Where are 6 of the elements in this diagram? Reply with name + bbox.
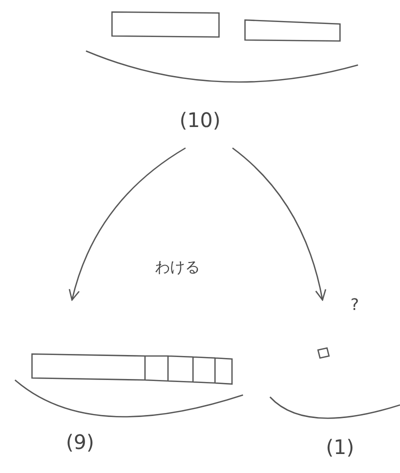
note-text: わける [155,258,200,277]
arrow [232,147,326,301]
arrow [69,147,186,301]
group-label: (10) [179,108,221,132]
group-label: (9) [66,430,94,454]
group-label: (1) [326,435,354,459]
